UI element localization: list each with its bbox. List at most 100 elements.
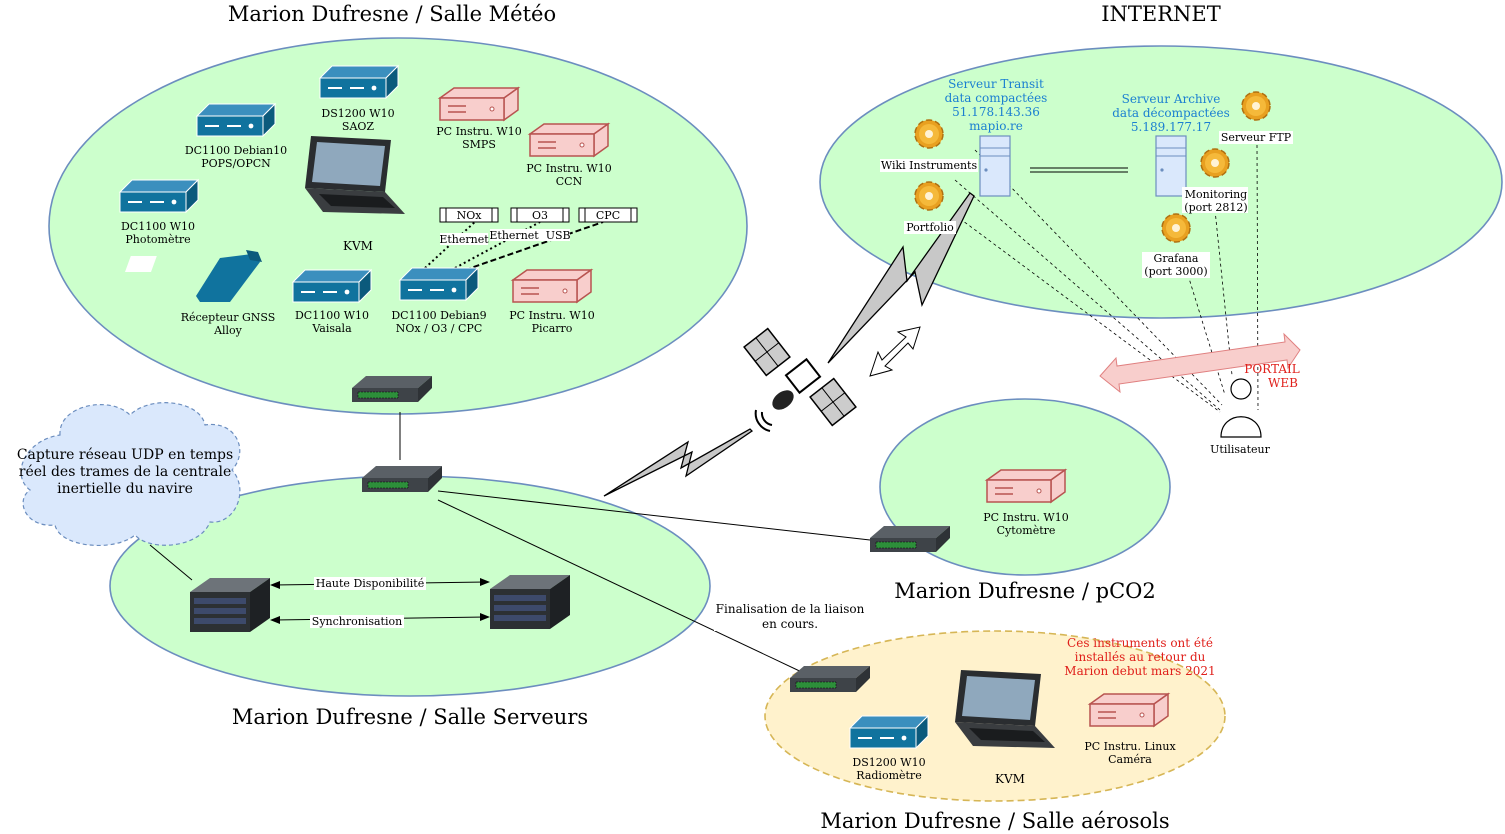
- satellite-link-bolt-lower: [603, 428, 754, 497]
- pc-picarro-device: [512, 269, 592, 303]
- nox-analyzer: [439, 207, 499, 223]
- transit-server-label-3: 51.178.143.36: [952, 105, 1040, 119]
- dc1100-debian10-label: DC1100 Debian10: [185, 144, 287, 157]
- pc-picarro-label-2: Picarro: [532, 322, 573, 335]
- ds1200-saoz-label-2: SAOZ: [342, 120, 374, 133]
- user-icon: [1220, 378, 1262, 438]
- pc-smps-label-2: SMPS: [462, 138, 496, 151]
- pc-cytometre-label-2: Cytomètre: [997, 524, 1056, 537]
- ftp-label: Serveur FTP: [1221, 131, 1292, 144]
- pc-linux-camera-device: [1089, 693, 1169, 727]
- archive-server-label: Serveur Archive: [1122, 92, 1221, 106]
- finalisation-label-2: en cours.: [762, 617, 818, 631]
- pc-ccn-label: PC Instru. W10: [526, 162, 611, 175]
- archive-server-label-2: data décompactées: [1112, 106, 1229, 120]
- dc1100-photometre-label: DC1100 W10: [121, 220, 195, 233]
- zone-title-pco2: Marion Dufresne / pCO2: [894, 579, 1155, 603]
- pco2-switch-icon: [869, 525, 951, 553]
- gnss-receiver-icon: [125, 250, 262, 302]
- ftp-gear-icon: [1241, 91, 1271, 121]
- satellite-icon: [743, 327, 857, 432]
- pc-smps-device: [439, 87, 519, 121]
- ds1200-saoz-label: DS1200 W10: [321, 107, 394, 120]
- transit-server-label-2: data compactées: [945, 91, 1048, 105]
- server-room-switch-icon: [361, 465, 443, 493]
- nox-label: NOx: [457, 209, 483, 222]
- portail-web-arrow: [1099, 332, 1301, 394]
- svg-text:Monitoring(port 2812): Monitoring(port 2812): [1184, 188, 1247, 214]
- o3-label: O3: [532, 209, 548, 222]
- dc1100-vaisala-device: [292, 269, 372, 303]
- pc-cytometre-label: PC Instru. W10: [983, 511, 1068, 524]
- udp-capture-label-3: inertielle du navire: [57, 481, 193, 497]
- portfolio-gear-icon: [914, 181, 944, 211]
- cpc-label: CPC: [596, 209, 620, 222]
- aerosols-switch-icon: [789, 665, 871, 693]
- dc1100-vaisala-label-2: Vaisala: [311, 322, 352, 335]
- monitoring-label: Monitoring: [1185, 188, 1247, 201]
- monitoring-gear-icon: [1200, 148, 1230, 178]
- dc1100-photometre-label-2: Photomètre: [125, 233, 190, 246]
- transit-server-label-4: mapio.re: [969, 119, 1023, 133]
- dc1100-vaisala-label: DC1100 W10: [295, 309, 369, 322]
- pc-linux-camera-label: PC Instru. Linux: [1084, 740, 1176, 753]
- aerosols-note-label: Ces instruments ont été: [1067, 636, 1213, 650]
- server-rack-left-icon: [190, 578, 270, 632]
- gnss-label-2: Alloy: [213, 324, 243, 337]
- pc-picarro-label: PC Instru. W10: [509, 309, 594, 322]
- wiki-gear-icon: [914, 119, 944, 149]
- dc1100-debian9-device: [399, 267, 479, 301]
- dc1100-debian9-label: DC1100 Debian9: [391, 309, 486, 322]
- ds1200-radiometre-device: [849, 715, 929, 749]
- zone-title-internet: INTERNET: [1101, 2, 1221, 26]
- ds1200-radiometre-label: DS1200 W10: [852, 756, 925, 769]
- pc-smps-label: PC Instru. W10: [436, 125, 521, 138]
- meteo-switch-icon: [351, 375, 433, 403]
- o3-analyzer: [510, 207, 570, 223]
- monitoring-label-2: (port 2812): [1184, 201, 1247, 214]
- aerosols-kvm-label: KVM: [995, 772, 1025, 786]
- cpc-analyzer: [578, 207, 638, 223]
- udp-capture-label: Capture réseau UDP en temps: [17, 447, 233, 463]
- ethernet-usb-label: Ethernet USB: [489, 229, 570, 242]
- zone-title-meteo: Marion Dufresne / Salle Météo: [228, 2, 556, 26]
- kvm-label: KVM: [343, 239, 373, 253]
- user-label: Utilisateur: [1210, 443, 1270, 456]
- udp-capture-cloud: [20, 402, 241, 546]
- wiki-instruments-label: Wiki Instruments: [881, 159, 978, 172]
- grafana-label: Grafana: [1154, 252, 1199, 265]
- archive-server-label-3: 5.189.177.17: [1131, 120, 1211, 134]
- pc-linux-camera-label-2: Caméra: [1108, 753, 1152, 766]
- archive-server-icon: [1155, 135, 1187, 197]
- svg-text:Grafana(port 3000): Grafana(port 3000): [1144, 252, 1207, 278]
- ds1200-radiometre-label-2: Radiomètre: [856, 769, 921, 782]
- synchronisation-label: Synchronisation: [312, 615, 402, 628]
- grafana-label-2: (port 3000): [1144, 265, 1207, 278]
- server-rack-right-icon: [490, 575, 570, 629]
- pc-cytometre-device: [986, 469, 1066, 503]
- transit-server-label: Serveur Transit: [948, 77, 1044, 91]
- dc1100-debian10-device: [196, 103, 276, 137]
- udp-capture-label-2: réel des trames de la centrale: [19, 464, 231, 480]
- ds1200-saoz-device: [319, 65, 399, 99]
- pc-ccn-label-2: CCN: [556, 175, 583, 188]
- data-exchange-arrow: [869, 326, 921, 377]
- finalisation-label: Finalisation de la liaison: [716, 602, 865, 616]
- portail-web-label-2: WEB: [1268, 376, 1298, 390]
- gnss-label: Récepteur GNSS: [181, 311, 276, 324]
